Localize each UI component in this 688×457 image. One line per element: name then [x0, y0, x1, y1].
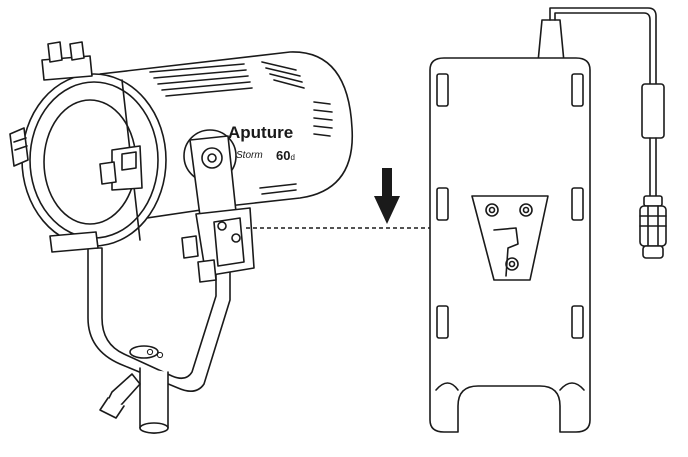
power-cable — [549, 7, 667, 259]
ring-foot — [49, 231, 99, 253]
connector-plug — [639, 195, 667, 259]
model-number: 60d — [276, 148, 295, 163]
down-arrow-icon — [374, 168, 400, 224]
series-logo: Storm — [236, 150, 263, 161]
light-fixture: Aputure Storm 60d — [9, 41, 354, 434]
vent-slots-top — [149, 61, 305, 97]
tilt-hinge — [183, 129, 237, 217]
v-lock-receiver — [471, 195, 549, 281]
ring-clip — [99, 145, 143, 191]
v-mount-plate-light — [181, 207, 255, 283]
cable-stem — [537, 19, 565, 63]
top-latch — [41, 41, 93, 81]
brand-logo: Aputure — [228, 123, 293, 142]
left-knob — [9, 127, 29, 167]
front-ring — [21, 73, 167, 247]
mount-slots-left — [436, 73, 449, 339]
inline-module — [641, 83, 665, 139]
stand-pin — [99, 367, 169, 434]
vent-slots-side — [259, 101, 333, 195]
plate-feet — [435, 382, 585, 391]
mount-slots-right — [571, 73, 584, 339]
battery-plate — [429, 19, 591, 433]
